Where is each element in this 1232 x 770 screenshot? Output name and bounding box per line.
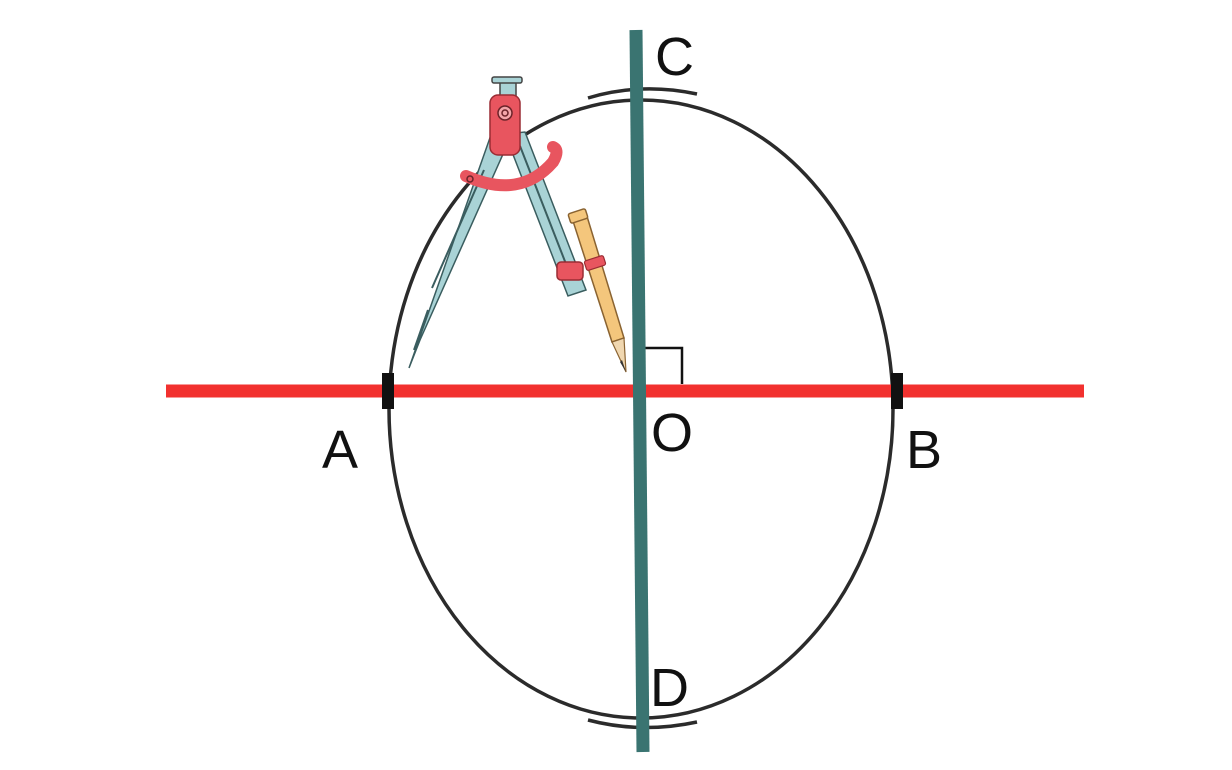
label-point-a: A	[322, 420, 358, 480]
drawing-compass-icon	[408, 76, 627, 373]
label-point-b: B	[906, 420, 942, 480]
label-point-c: C	[655, 27, 694, 87]
endpoint-b-mark	[891, 373, 903, 409]
endpoint-a-mark	[382, 373, 394, 409]
right-angle-marker	[645, 346, 684, 384]
perpendicular-bisector-cd	[629, 29, 650, 753]
label-point-d: D	[650, 658, 689, 718]
label-point-o: O	[651, 403, 693, 463]
